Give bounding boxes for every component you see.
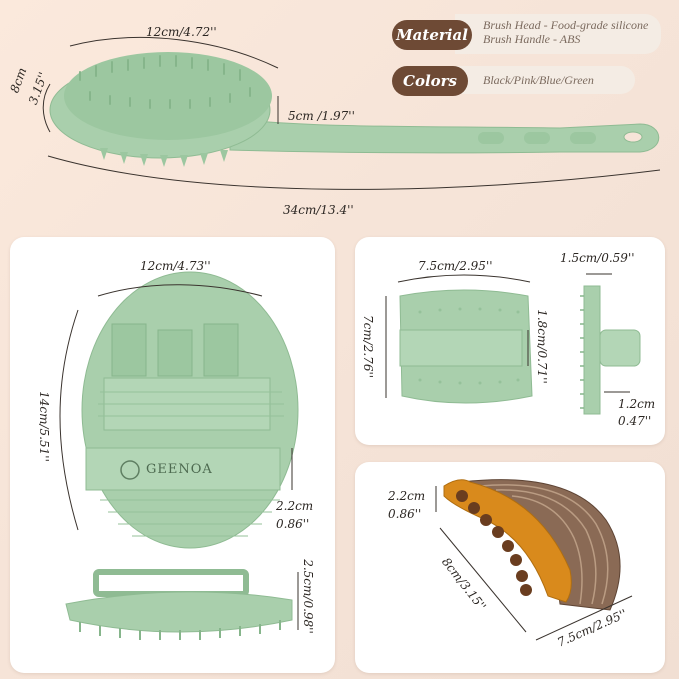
material-line1: Brush Head - Food-grade silicone <box>483 18 649 32</box>
colors-label: Colors <box>392 66 468 96</box>
face-top-in-label: 0.86'' <box>388 507 422 521</box>
palm-strap-in-label: 0.86'' <box>276 517 310 531</box>
face-left-line <box>439 527 527 633</box>
square-side-top-label: 1.5cm/0.59'' <box>560 251 635 265</box>
material-label: Material <box>392 20 472 50</box>
material-line2: Brush Handle - ABS <box>483 32 581 46</box>
total-length-line <box>47 155 661 190</box>
palm-width-line <box>97 284 263 297</box>
square-side-bottom-in-label: 0.47'' <box>618 414 652 428</box>
colors-value: Black/Pink/Blue/Green <box>483 73 594 87</box>
head-length-label: 12cm/4.72'' <box>146 25 217 39</box>
square-side-bottom-cm-label: 1.2cm <box>618 397 656 411</box>
material-value-box: Brush Head - Food-grade silicone Brush H… <box>455 14 661 54</box>
palm-side-pad <box>65 591 293 633</box>
brand-logo-icon <box>120 460 140 480</box>
palm-strap-cm-label: 2.2cm <box>276 499 314 513</box>
brand-name: GEENOA <box>146 462 213 477</box>
square-width-label: 7.5cm/2.95'' <box>418 259 493 273</box>
brush-bristles <box>64 52 272 140</box>
head-length-line <box>69 36 279 69</box>
handle-hole <box>623 131 643 143</box>
brush-handle <box>229 117 660 154</box>
total-length-label: 34cm/13.4'' <box>283 203 354 217</box>
head-width-line <box>42 83 51 133</box>
square-side-strap <box>599 329 641 367</box>
square-strap <box>399 329 523 367</box>
palm-height-line <box>59 309 79 531</box>
long-brush-illustration <box>42 36 661 190</box>
face-bottom-line <box>535 595 633 641</box>
face-top-cm-label: 2.2cm <box>388 489 426 503</box>
handle-width-label: 5cm /1.97'' <box>288 109 355 123</box>
palm-width-label: 12cm/4.73'' <box>140 259 211 273</box>
palm-strap <box>85 447 281 491</box>
colors-value-box: Black/Pink/Blue/Green <box>455 66 635 94</box>
square-width-line <box>397 274 531 283</box>
